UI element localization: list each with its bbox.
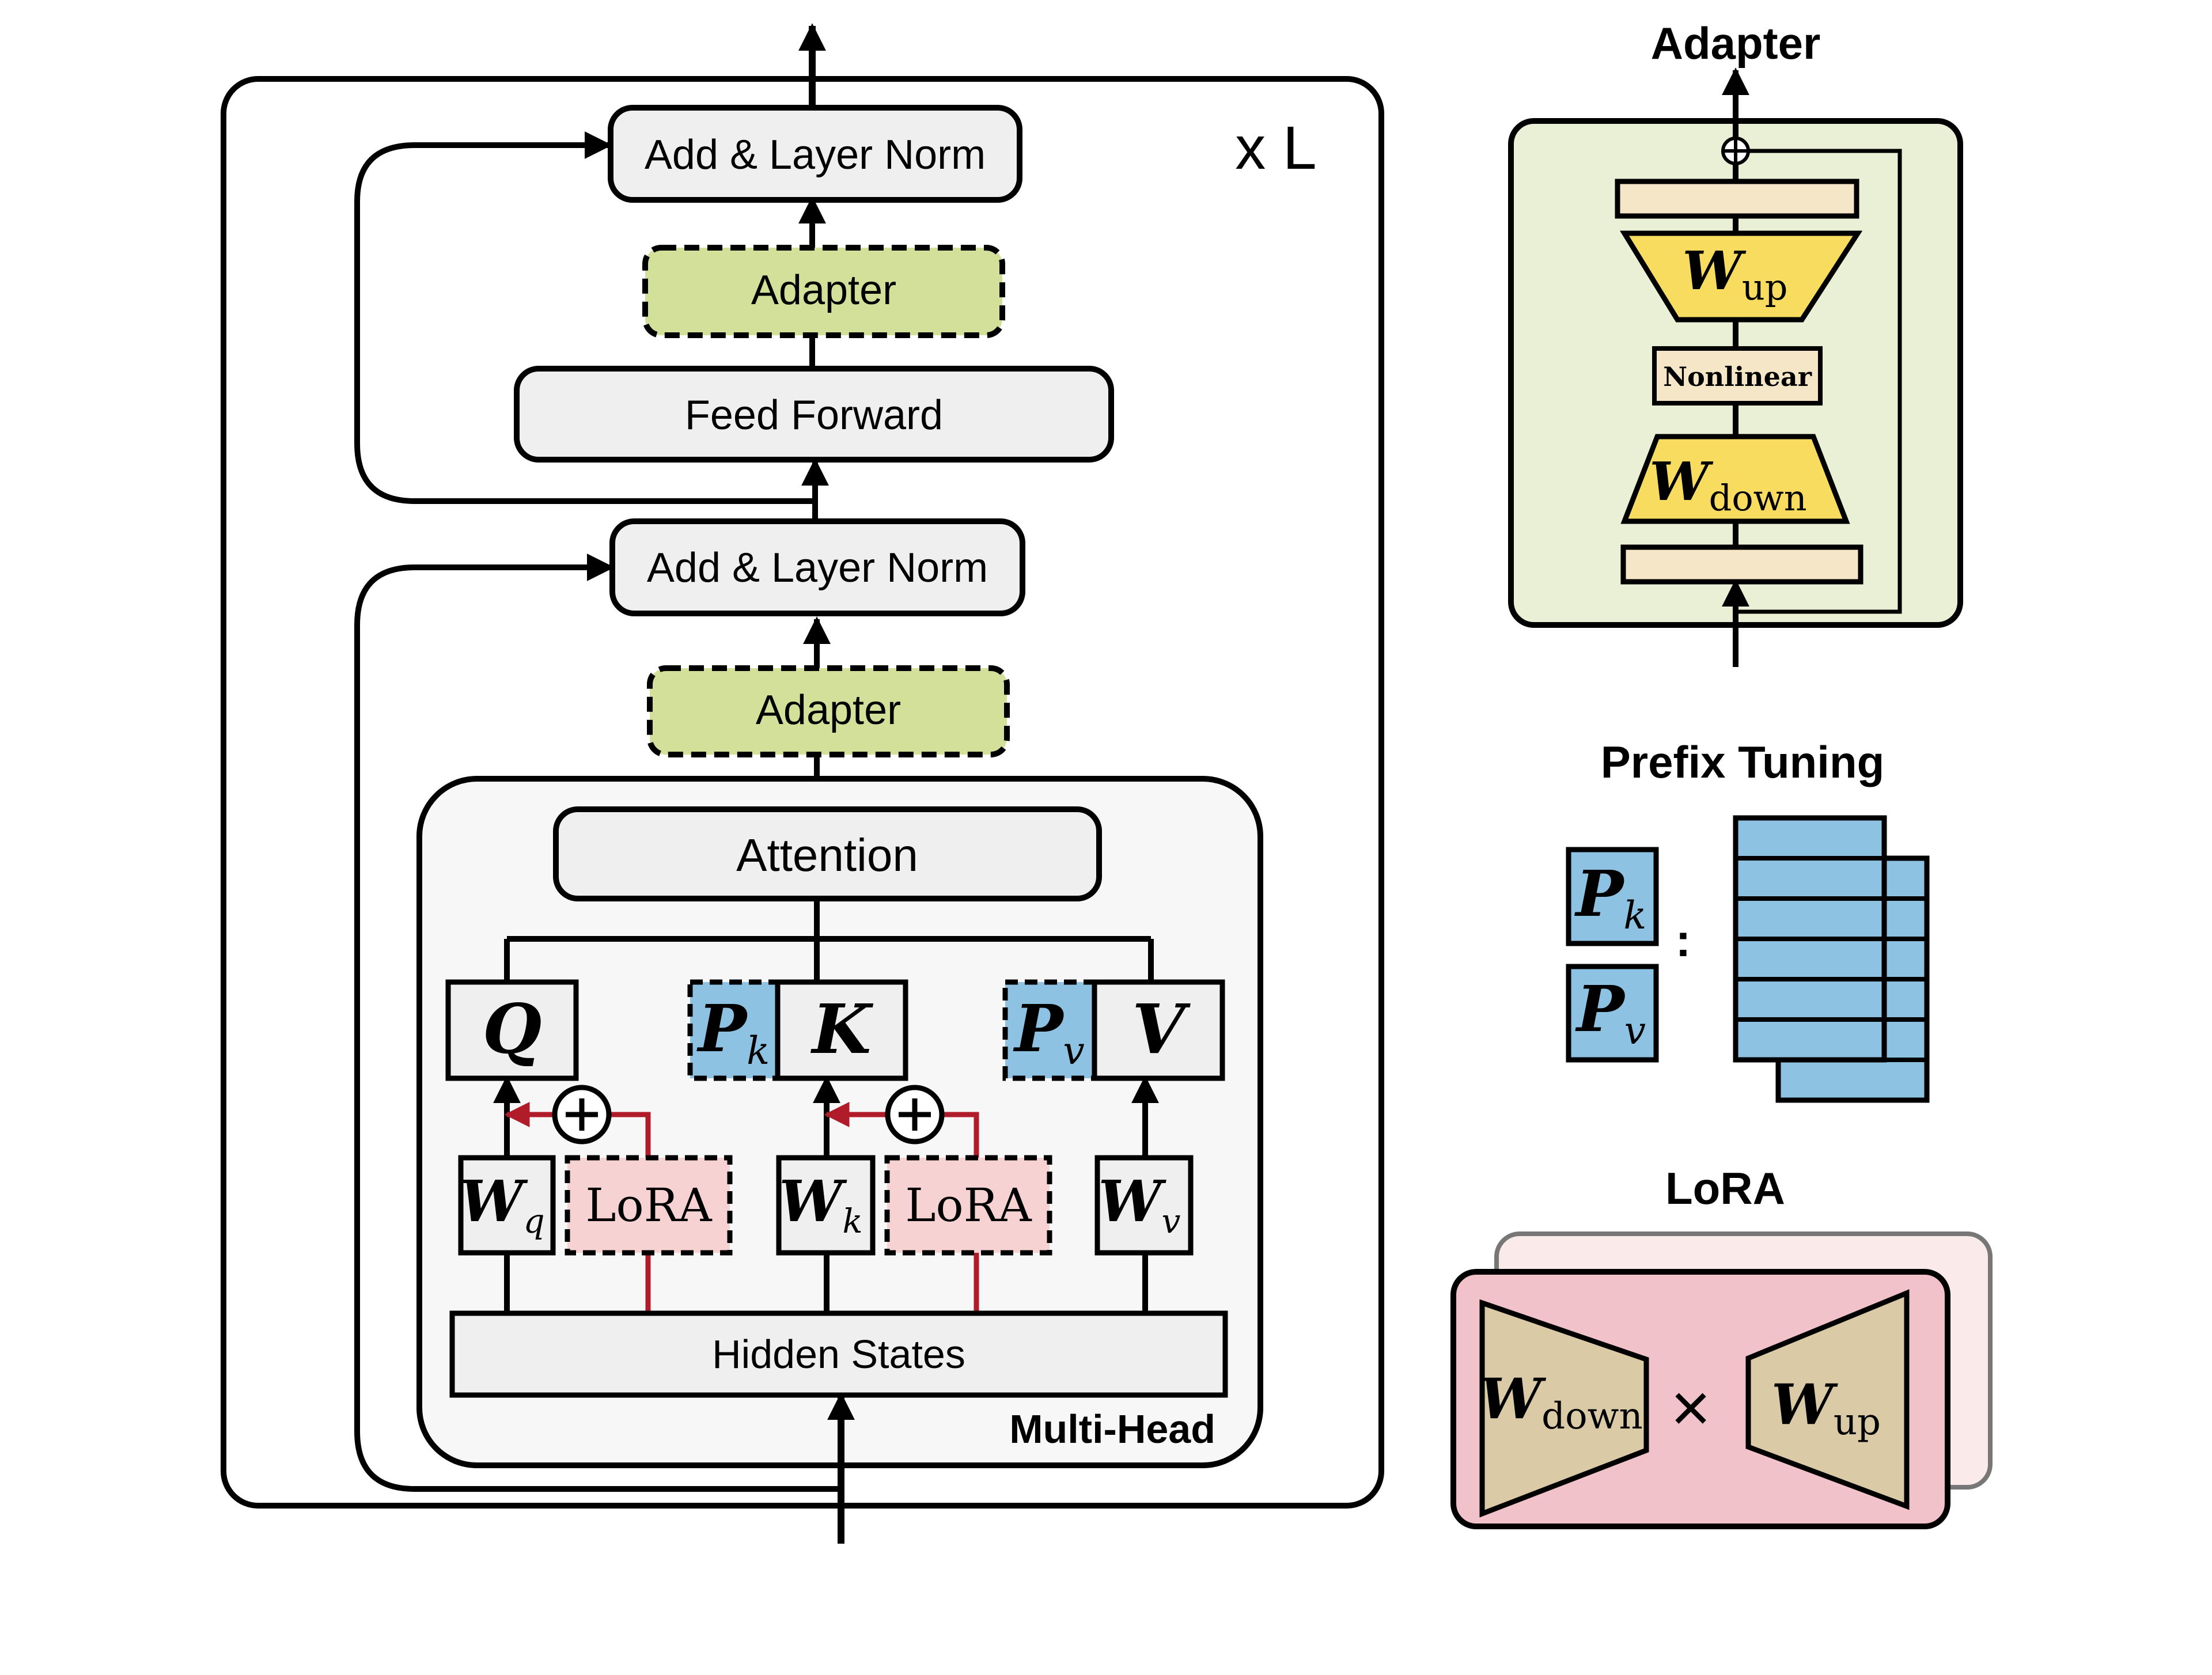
- adapter-output-bar: [1615, 179, 1859, 219]
- sum-node-q-plus: [566, 1098, 598, 1131]
- key-box: [775, 979, 908, 1081]
- weight-v-label: Wv: [1099, 1169, 1181, 1241]
- lora-q-red-path: [609, 1112, 651, 1313]
- adapter-skip-connection: [1736, 149, 1902, 614]
- hidden-states: [449, 1310, 1228, 1398]
- add-layer-norm-top-label: Add & Layer Norm: [645, 132, 986, 178]
- adapter-sum-node-plus: [1724, 139, 1747, 162]
- sum-node-k-plus: [899, 1098, 931, 1131]
- weight-k-box: [776, 1155, 876, 1256]
- lora-w-down-label: Wdown: [1479, 1366, 1642, 1438]
- residual-connection-top: [354, 131, 812, 504]
- adapter-w-down-label: Wdown: [1649, 450, 1806, 519]
- prefix-key-label: Pk: [696, 991, 770, 1073]
- prefix-key-token-label: Pk: [1574, 857, 1647, 938]
- adapter-w-up: [1619, 230, 1863, 323]
- adapter-input-bar: [1620, 544, 1863, 585]
- prefix-key-token: [1566, 847, 1659, 946]
- adapter-w-down: [1620, 434, 1850, 524]
- adapter-nonlinear-label: Nonlinear: [1663, 361, 1812, 392]
- key-label: K: [810, 989, 874, 1069]
- lora-q-label: LoRA: [585, 1178, 713, 1232]
- residual-connection-bottom: [354, 554, 841, 1492]
- lora-k-label: LoRA: [905, 1178, 1032, 1232]
- query-label: Q: [483, 989, 542, 1069]
- adapter-bottom: [647, 665, 1010, 757]
- prefix-value-token-label: Pv: [1575, 972, 1646, 1053]
- prefix-value-token: [1566, 964, 1659, 1063]
- prefix-key-box: [687, 979, 781, 1081]
- attention-label: Attention: [736, 829, 918, 881]
- adapter-panel: Adapter Wdown Nonlinear Wup: [1508, 18, 1963, 667]
- lora-q-box: [565, 1155, 733, 1256]
- lora-times: ×: [1671, 1369, 1711, 1446]
- prefix-colon: :: [1676, 915, 1691, 966]
- weight-k-label: Wk: [779, 1169, 862, 1241]
- layer-repeat-label: x L: [1235, 114, 1316, 182]
- prefix-tuning-title: Prefix Tuning: [1601, 737, 1885, 787]
- weight-v-box: [1094, 1155, 1194, 1256]
- prefix-tuning-panel: Prefix Tuning Pk Pv :: [1566, 737, 1930, 1103]
- lora-panel-title: LoRA: [1665, 1163, 1785, 1214]
- adapter-bottom-label: Adapter: [756, 687, 901, 733]
- adapter-panel-title: Adapter: [1651, 18, 1821, 69]
- lora-w-up: [1745, 1289, 1910, 1510]
- feed-forward-label: Feed Forward: [685, 392, 943, 438]
- add-layer-norm-top: [608, 105, 1022, 203]
- feed-forward: [514, 366, 1114, 463]
- multi-head-label: Multi-Head: [1009, 1407, 1215, 1452]
- lora-w-up-label: Wup: [1771, 1372, 1881, 1443]
- lora-k-red-path: [942, 1112, 979, 1313]
- query-box: [445, 979, 579, 1081]
- lora-panel: LoRA Wdown × Wup: [1450, 1163, 1993, 1529]
- lora-k-box: [884, 1155, 1052, 1256]
- adapter-nonlinear: [1652, 346, 1823, 406]
- prefix-stack-front-rows: [1736, 856, 1884, 1022]
- add-layer-norm-bottom-label: Add & Layer Norm: [647, 545, 988, 591]
- transformer-layer: Add & Layer Norm x L Adapter Feed Forwar…: [221, 23, 1384, 1544]
- adapter-top-label: Adapter: [751, 267, 896, 313]
- adapter-top: [642, 245, 1005, 338]
- adapter-w-up-label: Wup: [1683, 240, 1788, 308]
- hidden-states-label: Hidden States: [712, 1332, 965, 1377]
- prefix-value-label: Pv: [1013, 991, 1085, 1073]
- transformer-layer-frame: [221, 76, 1384, 1509]
- add-layer-norm-bottom: [609, 518, 1025, 616]
- lora-w-down: [1479, 1299, 1649, 1518]
- weight-q-box: [458, 1155, 556, 1256]
- weight-q-label: Wq: [460, 1169, 544, 1241]
- attention: [553, 806, 1102, 901]
- value-label: V: [1132, 989, 1191, 1069]
- attention-branch-lines: [504, 899, 1154, 982]
